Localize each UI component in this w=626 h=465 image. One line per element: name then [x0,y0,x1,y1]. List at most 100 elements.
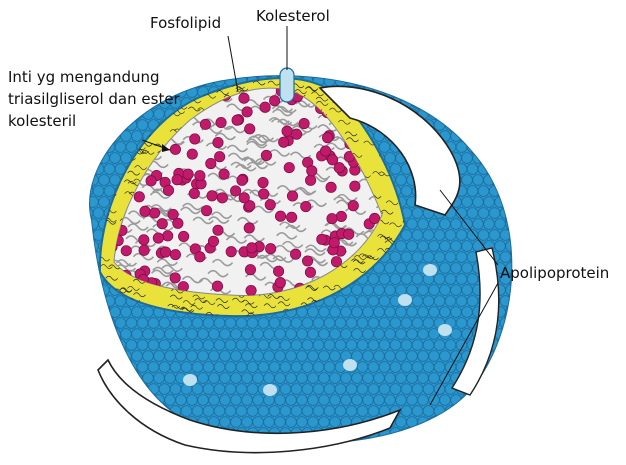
core-lipid-sphere [140,206,150,216]
shell-bead [412,230,423,241]
shell-bead [429,329,440,340]
shell-bead [363,65,374,76]
shell-bead [159,318,170,329]
core-lipid-sphere [212,281,222,291]
shell-bead [511,406,522,417]
shell-bead [379,362,390,373]
shell-bead [434,428,445,439]
shell-bead [165,395,176,406]
shell-bead [517,175,528,186]
shell-bead [280,384,291,395]
shell-bead [126,450,137,461]
shell-bead [511,318,522,329]
core-lipid-sphere [163,185,173,195]
shell-bead [341,65,352,76]
shell-bead [473,175,484,186]
shell-bead [445,428,456,439]
shell-bead [225,406,236,417]
shell-bead [484,153,495,164]
shell-bead [390,252,401,263]
core-lipid-sphere [258,189,268,199]
tail-stroke [399,68,411,72]
shell-bead [297,417,308,428]
shell-bead [126,142,137,153]
shell-bead [407,307,418,318]
shell-bead [225,318,236,329]
shell-bead [423,252,434,263]
tail-stroke [206,73,218,77]
shell-bead [324,450,335,461]
tail-stroke [411,72,423,76]
shell-bead [330,417,341,428]
shell-bead [132,439,143,450]
shell-bead [82,274,93,285]
shell-bead [352,373,363,384]
shell-bead [385,307,396,318]
shell-bead [484,87,495,98]
core-lipid-sphere [160,247,170,257]
shell-bead [176,351,187,362]
label-fosfolipid: Fosfolipid [150,12,221,34]
shell-bead [473,197,484,208]
shell-bead [495,131,506,142]
shell-bead [148,340,159,351]
shell-bead [341,395,352,406]
shell-bead [478,76,489,87]
shell-bead [489,98,500,109]
shell-bead [396,65,407,76]
shell-bead [506,65,517,76]
shell-bead [401,230,412,241]
shell-bead [181,340,192,351]
shell-bead [99,153,110,164]
tail-stroke [348,74,360,78]
shell-bead [242,351,253,362]
shell-bead [357,450,368,461]
shell-bead [88,373,99,384]
shell-bead [275,395,286,406]
shell-bead [440,417,451,428]
shell-bead [440,65,451,76]
shell-bead [264,351,275,362]
shell-bead [88,307,99,318]
shell-bead [198,373,209,384]
shell-bead [308,307,319,318]
shell-bead [77,175,88,186]
shell-bead [286,395,297,406]
shell-bead [407,87,418,98]
shell-bead [165,351,176,362]
shell-bead [264,329,275,340]
shell-bead [352,395,363,406]
shell-bead [368,296,379,307]
core-lipid-sphere [157,218,167,228]
core-lipid-sphere [237,175,247,185]
shell-bead [478,98,489,109]
shell-bead [462,263,473,274]
tail-stroke [309,69,321,73]
core-lipid-sphere [329,238,339,248]
shell-bead [473,109,484,120]
core-lipid-sphere [195,171,205,181]
shell-bead [522,186,533,197]
shell-bead [478,428,489,439]
shell-bead [522,428,533,439]
shell-bead [379,384,390,395]
shell-bead [418,307,429,318]
shell-bead [401,362,412,373]
shell-bead [478,142,489,153]
shell-bead [495,219,506,230]
shell-bead [385,263,396,274]
shell-bead [374,373,385,384]
core-lipid-sphere [201,205,211,215]
shell-bead [132,351,143,362]
shell-bead [473,241,484,252]
shell-bead [484,131,495,142]
shell-bead [77,263,88,274]
shell-bead [198,329,209,340]
shell-bead [346,384,357,395]
shell-bead [346,340,357,351]
shell-cholesterol-spot [438,324,452,336]
shell-bead [203,450,214,461]
shell-bead [506,87,517,98]
shell-bead [165,373,176,384]
shell-bead [489,406,500,417]
